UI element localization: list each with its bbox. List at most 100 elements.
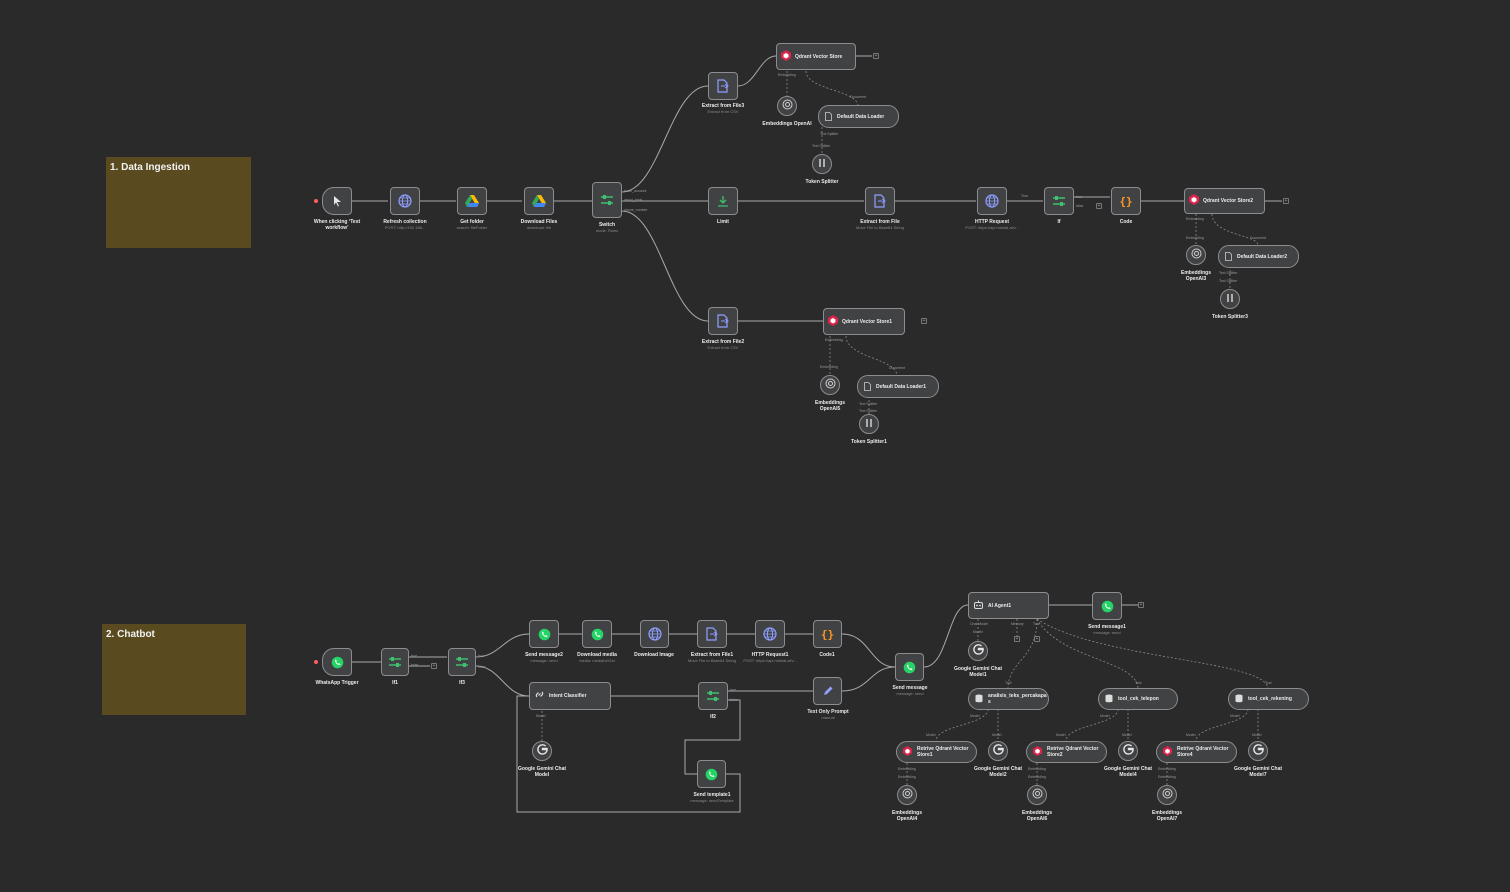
node-text-only-prompt[interactable]: [813, 677, 842, 705]
sticky-title: 2. Chatbot: [106, 629, 155, 640]
port-label: Text Splitter: [812, 144, 831, 148]
node-label: Qdrant Vector Store: [795, 53, 843, 60]
node-ai-agent1[interactable]: AI Agent1: [968, 592, 1049, 619]
node-if[interactable]: [1044, 187, 1074, 215]
port-label: Model: [1186, 733, 1196, 737]
node-default-data-loader1[interactable]: Default Data Loader1: [857, 375, 939, 398]
node-token-splitter1[interactable]: [859, 414, 879, 434]
node-code1[interactable]: {}: [813, 620, 842, 648]
node-default-data-loader[interactable]: Default Data Loader: [818, 105, 899, 128]
node-tool-cek-rekening[interactable]: tool_cek_rekening: [1228, 688, 1309, 710]
port-label: Model: [1230, 714, 1240, 718]
node-embeddings-openai7[interactable]: [1157, 785, 1177, 805]
node-label: If: [1057, 219, 1061, 225]
node-download-files[interactable]: [524, 187, 554, 215]
node-token-splitter[interactable]: [812, 154, 832, 174]
openai-icon: [825, 376, 836, 394]
node-label: HTTP Request1: [751, 652, 789, 658]
node-embeddings-openai[interactable]: [777, 96, 797, 116]
openai-icon: [1162, 786, 1173, 804]
port-label: Embedding: [898, 767, 916, 771]
node-label: Qdrant Vector Store1: [842, 318, 893, 325]
node-google-gemini-chat-model2[interactable]: [988, 741, 1008, 761]
sticky-data-ingestion[interactable]: 1. Data Ingestion: [106, 157, 251, 248]
port-label: about_bank: [624, 198, 643, 202]
whatsapp-icon: [902, 659, 918, 675]
node-token-splitter3[interactable]: [1220, 289, 1240, 309]
add-node-button[interactable]: +: [873, 53, 879, 59]
node-send-template1[interactable]: [697, 760, 726, 788]
node-send-message1[interactable]: [1092, 592, 1122, 620]
node-extract-from-file3[interactable]: [708, 72, 738, 100]
node-whatsapp-trigger[interactable]: [322, 648, 352, 676]
node-qdrant-vector-store1[interactable]: Qdrant Vector Store1: [823, 308, 905, 335]
port-label: phone_number: [624, 208, 648, 212]
node-if1[interactable]: [381, 648, 409, 676]
port-label: Document: [889, 366, 905, 370]
node-retrieve-qdrant1[interactable]: Retrive Qdrant Vector Store1: [896, 741, 977, 763]
node-limit[interactable]: [708, 187, 738, 215]
node-extract-from-file1[interactable]: [697, 620, 727, 648]
node-http-request1[interactable]: [755, 620, 785, 648]
node-http-request[interactable]: [977, 187, 1007, 215]
add-tool-button[interactable]: +: [1034, 636, 1040, 642]
node-google-gemini-chat-model1[interactable]: [968, 641, 988, 661]
node-label: Google Gemini Chat Model2: [973, 766, 1023, 778]
node-label: HTTP Request: [974, 219, 1010, 225]
node-retrieve-qdrant4[interactable]: Retrive Qdrant Vector Store4: [1156, 741, 1237, 763]
node-test-workflow-trigger[interactable]: [322, 187, 352, 215]
node-label: Extract from File: [860, 219, 900, 225]
node-label: Get folder: [460, 219, 484, 225]
node-label: Send message2: [525, 652, 563, 658]
add-node-button[interactable]: +: [1096, 203, 1102, 209]
node-embeddings-openai6[interactable]: [1027, 785, 1047, 805]
node-send-message[interactable]: [895, 653, 924, 681]
add-memory-button[interactable]: +: [1014, 636, 1020, 642]
node-refresh-collection[interactable]: [390, 187, 420, 215]
node-extract-from-file[interactable]: [865, 187, 895, 215]
node-extract-from-file2[interactable]: [708, 307, 738, 335]
node-get-folder[interactable]: [457, 187, 487, 215]
node-send-message2[interactable]: [529, 620, 559, 648]
add-node-button[interactable]: +: [431, 663, 437, 669]
add-node-button[interactable]: +: [1283, 198, 1289, 204]
node-tool-analisis-teks[interactable]: analisis_teks_percakapa s: [968, 688, 1049, 710]
google-drive-icon: [464, 193, 480, 209]
whatsapp-icon: [1099, 598, 1115, 614]
node-google-gemini-chat-model7[interactable]: [1248, 741, 1268, 761]
node-embeddings-openai4[interactable]: [897, 785, 917, 805]
node-download-image[interactable]: [640, 620, 669, 648]
node-download-media[interactable]: [582, 620, 612, 648]
port-label: false: [1076, 204, 1084, 208]
add-node-button[interactable]: +: [921, 318, 927, 324]
node-intent-classifier[interactable]: Intent Classifier: [529, 682, 611, 710]
port-label: Embedding: [820, 365, 838, 369]
node-qdrant-vector-store2[interactable]: Qdrant Vector Store2: [1184, 188, 1265, 214]
node-default-data-loader2[interactable]: Default Data Loader2: [1218, 245, 1299, 268]
node-switch[interactable]: [592, 182, 622, 218]
node-tool-cek-telepon[interactable]: tool_cek_telepon: [1098, 688, 1178, 710]
globe-icon: [984, 193, 1000, 209]
node-qdrant-vector-store[interactable]: Qdrant Vector Store: [776, 43, 856, 70]
node-google-gemini-chat-model4[interactable]: [1118, 741, 1138, 761]
port-label: Tool: [1265, 681, 1272, 685]
port-label: basic_account: [624, 189, 647, 193]
port-label: false: [411, 663, 419, 667]
node-label: Default Data Loader1: [876, 383, 927, 390]
node-google-gemini-chat-model[interactable]: [532, 741, 552, 761]
node-subtitle: POST: https://api.mistral.ai/v...: [965, 225, 1019, 230]
node-label: Embeddings OpenAI5: [815, 400, 846, 412]
add-node-button[interactable]: +: [1138, 602, 1144, 608]
node-if3[interactable]: [448, 648, 476, 676]
sticky-chatbot[interactable]: 2. Chatbot: [102, 624, 246, 715]
node-subtitle: message: send: [530, 658, 558, 663]
node-embeddings-openai3[interactable]: [1186, 245, 1206, 265]
node-embeddings-openai5[interactable]: [820, 375, 840, 395]
pencil-icon: [820, 683, 836, 699]
node-if2[interactable]: [698, 682, 728, 710]
node-code[interactable]: {}: [1111, 187, 1141, 215]
trigger-indicator: [314, 199, 318, 203]
node-retrieve-qdrant2[interactable]: Retrive Qdrant Vector Store2: [1026, 741, 1107, 763]
if-icon: [454, 654, 470, 670]
file-extract-icon: [872, 193, 888, 209]
